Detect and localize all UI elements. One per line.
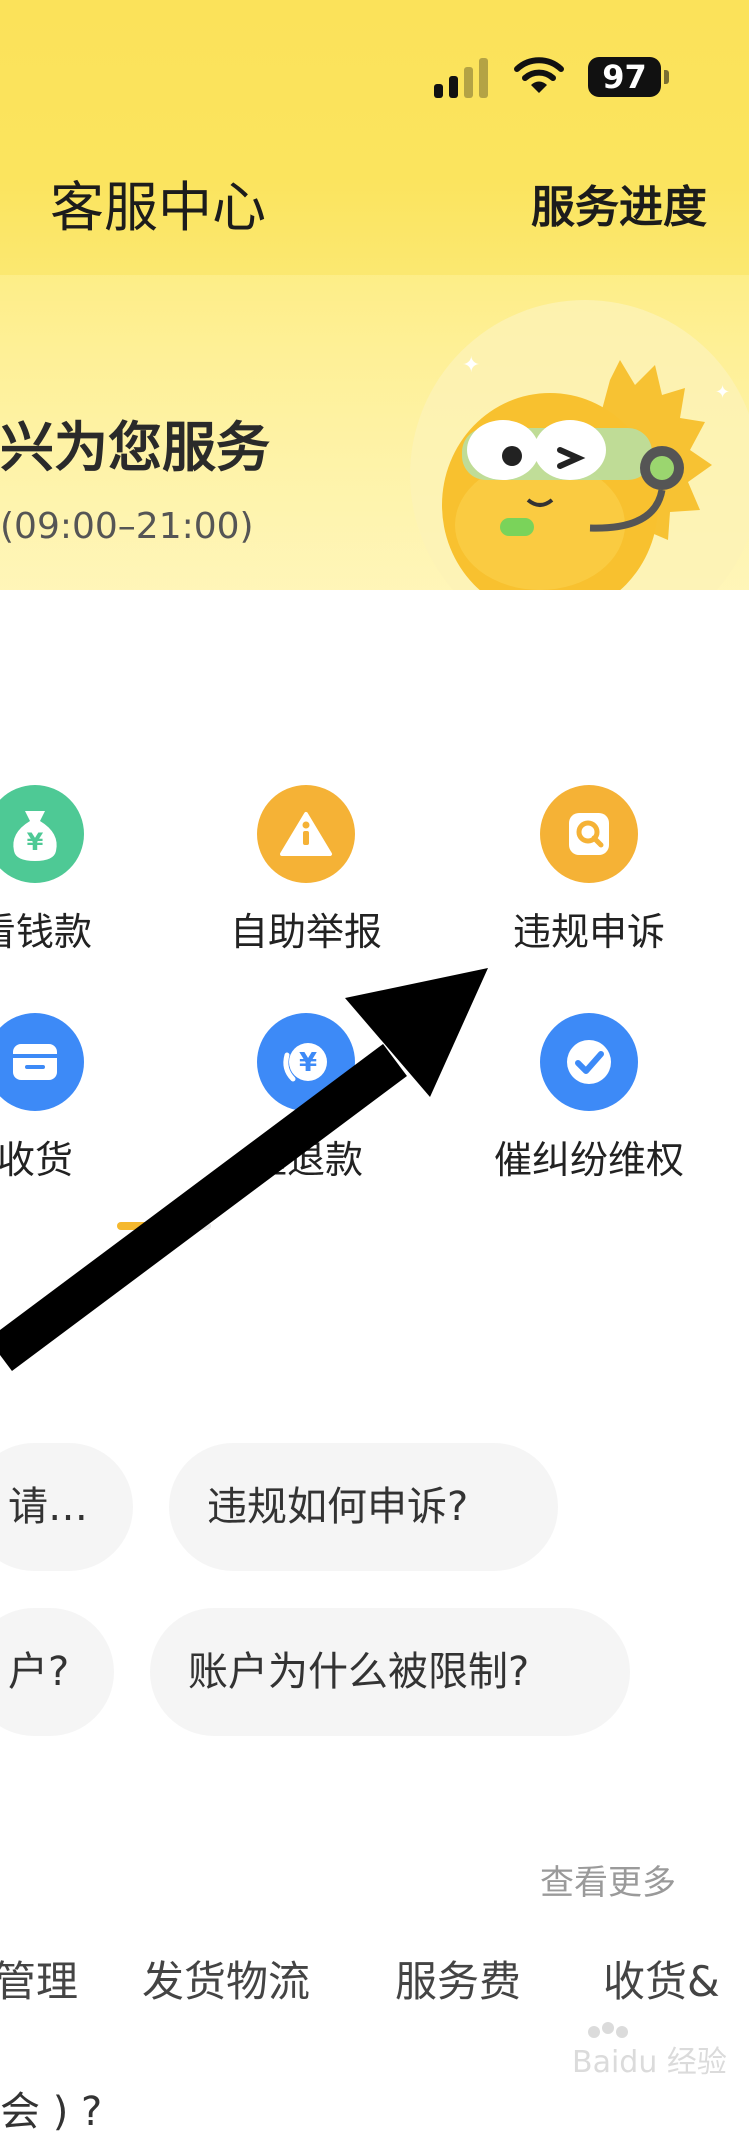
service-receive-goods[interactable]: 收货 (0, 1013, 130, 1185)
category-tab[interactable]: 收货& (603, 1957, 720, 2006)
svg-text:Baidu 经验: Baidu 经验 (572, 2045, 727, 2080)
mascot-illustration: ✦ ✦ (410, 300, 749, 590)
svg-text:✦: ✦ (462, 353, 480, 378)
greeting-text: 兴为您服务 (0, 416, 270, 479)
baidu-watermark-logo: Baidu 经验 (572, 2020, 732, 2092)
faq-chip[interactable]: 户? (0, 1608, 114, 1736)
service-view-money[interactable]: ¥ 看钱款 (0, 785, 130, 957)
service-label: 自助举报 (229, 910, 382, 954)
battery-indicator: 97 (588, 57, 661, 97)
annotation-arrow (0, 968, 488, 1372)
faq-chip[interactable]: 账户为什么被限制? (150, 1608, 630, 1736)
service-label: 催纠纷维权 (494, 1138, 685, 1182)
signal-strength-icon (434, 58, 492, 98)
service-self-report[interactable]: 自助举报 (211, 785, 401, 957)
faq-chip[interactable]: 违规如何申诉? (169, 1443, 558, 1571)
service-label: 收货 (0, 1138, 73, 1182)
info-alert-icon (257, 785, 355, 883)
view-more-link[interactable]: 查看更多 (540, 1863, 676, 1903)
category-tab[interactable]: 服务费 (395, 1957, 522, 2006)
package-icon (0, 1013, 84, 1111)
service-label: 看钱款 (0, 910, 92, 954)
search-doc-icon (540, 785, 638, 883)
svg-text:¥: ¥ (27, 828, 44, 856)
wifi-icon (514, 57, 564, 93)
service-hours: (09:00–21:00) (0, 506, 254, 547)
faq-chip[interactable]: 请… (0, 1443, 133, 1571)
svg-text:✦: ✦ (715, 382, 730, 403)
category-tab[interactable]: 发货物流 (142, 1957, 311, 2006)
money-bag-icon: ¥ (0, 785, 84, 883)
service-progress-link[interactable]: 服务进度 (531, 182, 707, 233)
page-title: 客服中心 (50, 176, 266, 239)
service-label: 违规申诉 (512, 910, 665, 954)
check-circle-icon (540, 1013, 638, 1111)
question-item[interactable]: 会 ) ? (0, 2089, 103, 2135)
service-violation-appeal[interactable]: 违规申诉 (494, 785, 684, 957)
service-dispute-rights[interactable]: 催纠纷维权 (494, 1013, 684, 1185)
battery-tip (664, 70, 669, 84)
svg-text:¥: ¥ (299, 1048, 317, 1078)
category-tab[interactable]: 管理 (0, 1957, 79, 2006)
